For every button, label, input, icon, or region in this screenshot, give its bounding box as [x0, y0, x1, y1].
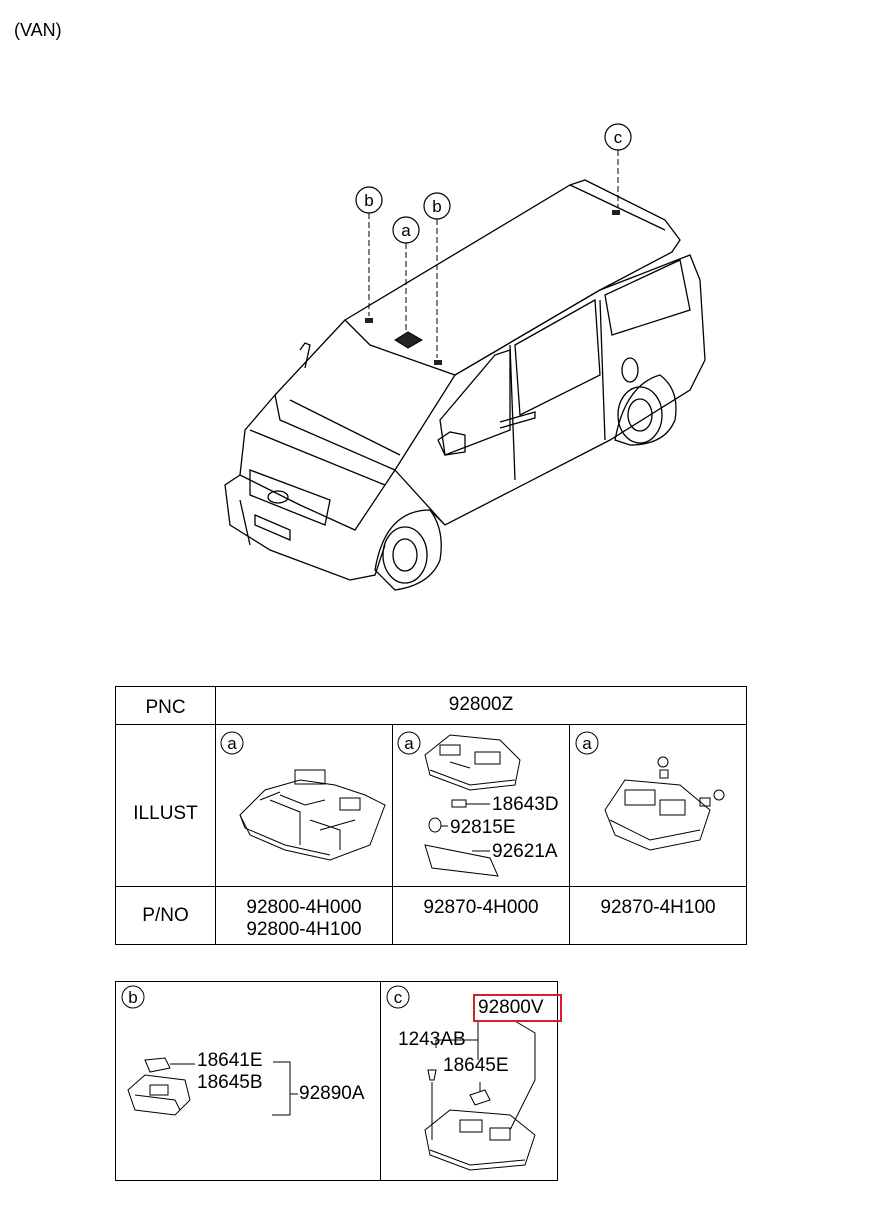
- callout-b-label: b: [432, 197, 441, 216]
- table-callout-a-circle: [220, 731, 244, 755]
- part-label: 1243AB: [398, 1029, 466, 1050]
- callout-b-label: b: [364, 191, 373, 210]
- callout-b-circle: [423, 192, 451, 220]
- room-lamp-marker: [434, 360, 442, 365]
- part-number: 92800-4H000: [246, 897, 362, 918]
- room-lamp-marker: [365, 318, 373, 323]
- rear-lamp-marker: [612, 210, 620, 215]
- map-lamp-illustration: [424, 734, 521, 877]
- table-callout-a-circle: [397, 731, 421, 755]
- callout-c-circle: [604, 123, 632, 151]
- table-row-label-pno: P/NO: [142, 905, 189, 926]
- callout-c-label: c: [614, 128, 623, 147]
- table-callout-a-label: a: [227, 734, 237, 753]
- callout-a-circle: [392, 216, 420, 244]
- table-callout-a-circle: [575, 731, 599, 755]
- van-illustration: [224, 179, 706, 591]
- part-number: 92870-4H100: [600, 897, 716, 918]
- table-callout-a-label: a: [582, 734, 592, 753]
- detail-boxes-grid: [115, 981, 558, 1181]
- detail-b-callout-label: b: [128, 988, 137, 1007]
- detail-c-callout-label: c: [394, 988, 403, 1007]
- rear-console-illustration: [604, 756, 725, 851]
- overhead-console-illustration: [239, 769, 386, 861]
- bulb-18643D-icon: [451, 799, 467, 808]
- assembly-label: 92800V: [478, 997, 544, 1018]
- part-number: 92870-4H000: [423, 897, 539, 918]
- part-number: 92800-4H100: [246, 919, 362, 940]
- part-label: 18643D: [492, 794, 559, 815]
- bulb-18641E-icon: [144, 1057, 171, 1073]
- pnc-value: 92800Z: [448, 694, 514, 715]
- callout-b-circle: [355, 186, 383, 214]
- part-label: 92621A: [492, 841, 558, 862]
- overhead-console-marker: [394, 331, 424, 349]
- detail-c-callout-circle: [386, 985, 410, 1009]
- part-label: 18645B: [197, 1072, 263, 1093]
- table-callout-a-label: a: [404, 734, 414, 753]
- part-label: 92815E: [450, 817, 516, 838]
- room-lamp-illustration: [127, 1057, 191, 1116]
- page-title: (VAN): [14, 20, 62, 40]
- bulb-18645E-icon: [469, 1089, 491, 1106]
- detail-b-callout-circle: [121, 985, 145, 1009]
- table-row-label-illust: ILLUST: [133, 803, 198, 824]
- table-row-label-pnc: PNC: [145, 697, 186, 718]
- callout-a-label: a: [401, 221, 411, 240]
- lens-92621A-icon: [424, 844, 499, 877]
- assembly-label: 92890A: [299, 1083, 365, 1104]
- highlight-box: [473, 994, 562, 1022]
- part-label: 18645E: [443, 1055, 509, 1076]
- screw-1243AB-icon: [427, 1069, 437, 1081]
- socket-92815E-icon: [428, 817, 442, 833]
- cargo-lamp-illustration: [424, 1069, 536, 1171]
- part-label: 18641E: [197, 1050, 263, 1071]
- parts-table-grid: [115, 686, 747, 945]
